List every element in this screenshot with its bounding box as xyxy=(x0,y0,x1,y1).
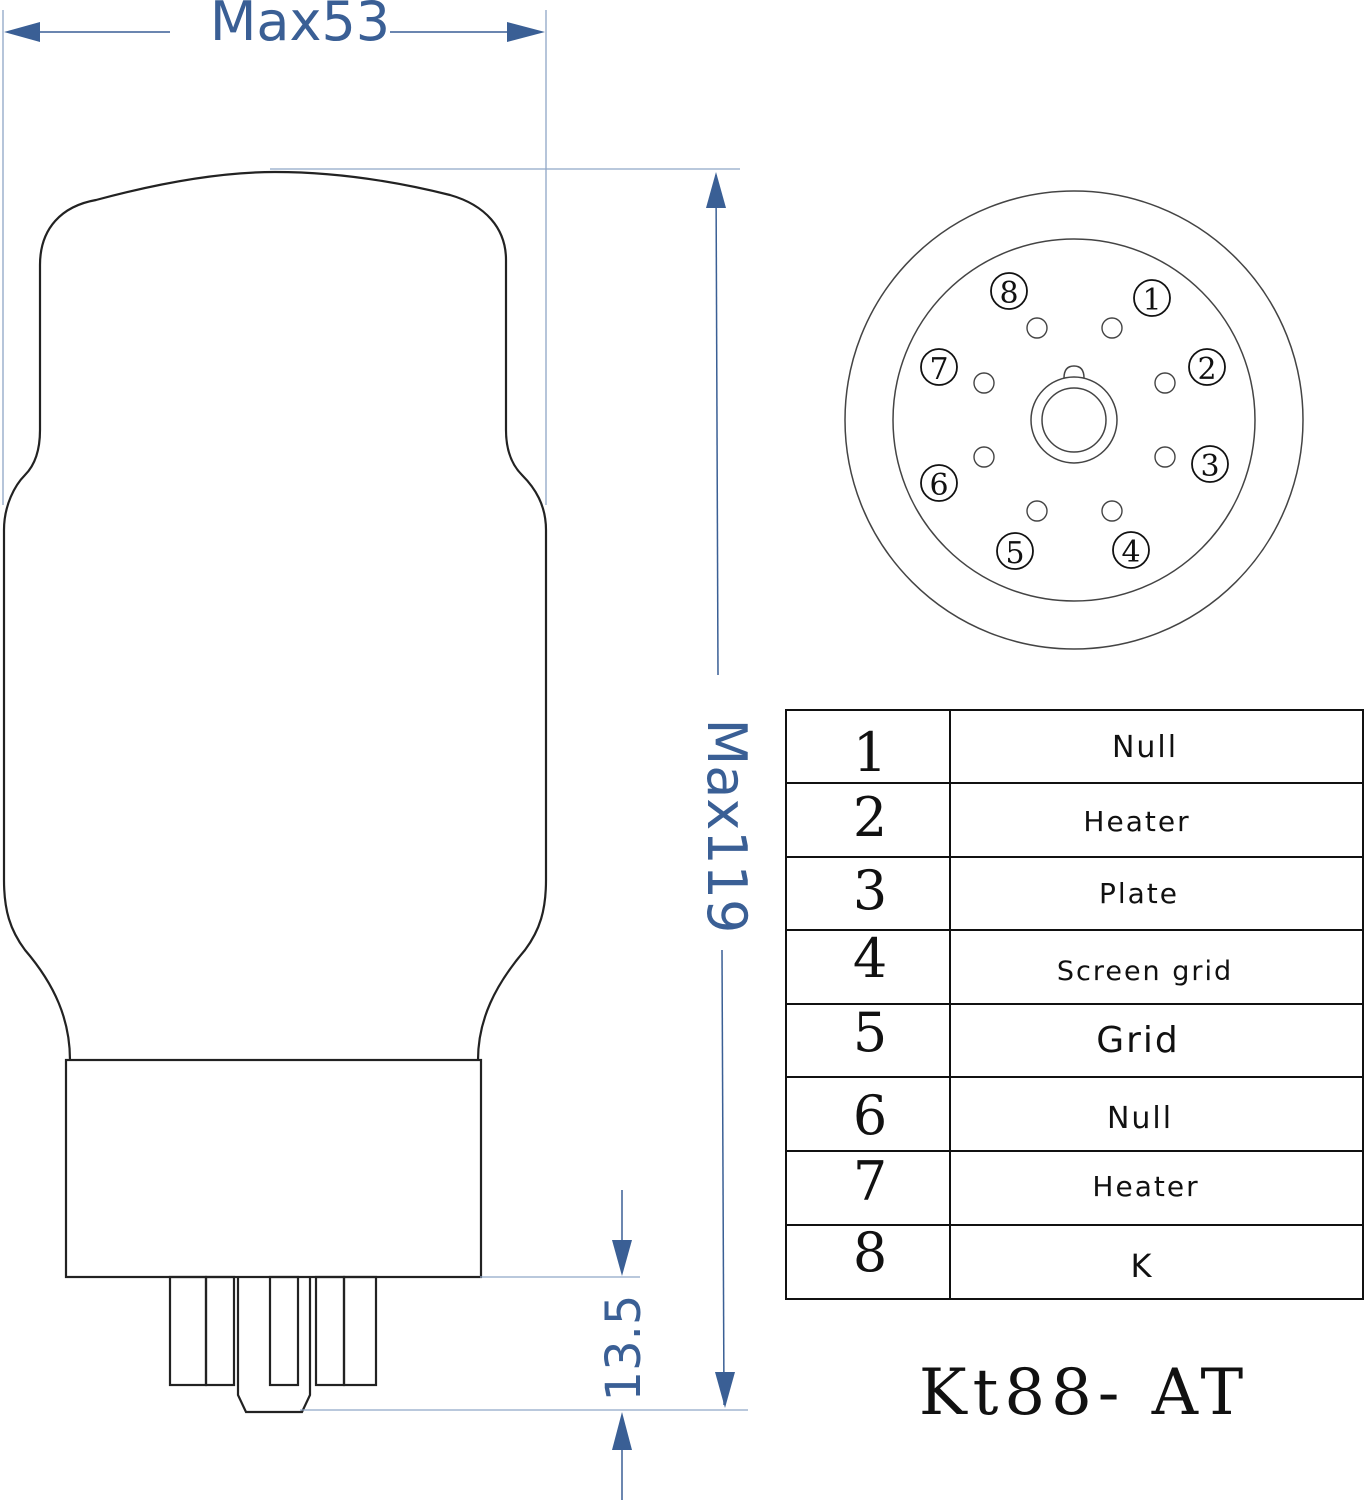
pin-hole xyxy=(1101,500,1123,522)
socket-pin-holes xyxy=(973,317,1176,522)
table-row: 7 Heater xyxy=(853,1150,1199,1213)
arrow-up-icon xyxy=(706,172,726,208)
pin-number-cell: 4 xyxy=(853,927,887,990)
pin-hole xyxy=(1154,446,1176,468)
table-row: 3 Plate xyxy=(853,859,1179,922)
pin-label-5: 5 xyxy=(1005,536,1024,571)
table-row: 5 Grid xyxy=(853,1001,1180,1064)
socket-outer-ring xyxy=(844,190,1304,650)
pin-number-cell: 1 xyxy=(853,721,887,784)
pin-number-cell: 5 xyxy=(853,1001,887,1064)
table-row: 1 Null xyxy=(853,721,1178,784)
socket-view: 1 2 3 4 5 6 7 8 xyxy=(844,190,1304,650)
table-row: 4 Screen grid xyxy=(853,927,1233,990)
socket-center-inner xyxy=(1041,387,1107,453)
pin-hole xyxy=(973,372,995,394)
pin-hole xyxy=(1026,317,1048,339)
width-dimension: Max53 xyxy=(2,0,547,505)
pin-label-2: 2 xyxy=(1197,352,1216,387)
arrow-down-icon xyxy=(612,1240,632,1276)
socket-center-outer xyxy=(1030,376,1118,464)
socket-pin-labels: 1 2 3 4 5 6 7 8 xyxy=(920,272,1229,571)
arrow-down-icon xyxy=(715,1372,735,1408)
pin-number-cell: 8 xyxy=(853,1221,887,1284)
pin-label-7: 7 xyxy=(929,352,948,387)
arrow-up-icon xyxy=(612,1412,632,1450)
pin-function-cell: Null xyxy=(1107,1101,1173,1136)
pin-function-cell: Plate xyxy=(1099,877,1179,910)
width-label: Max53 xyxy=(210,0,390,53)
pin-number-cell: 3 xyxy=(853,859,887,922)
height-label: Max119 xyxy=(695,719,758,934)
pin-label-3: 3 xyxy=(1200,449,1219,484)
tube-base xyxy=(64,1058,483,1279)
table-row: 6 Null xyxy=(853,1084,1173,1147)
pin-label-4: 4 xyxy=(1121,535,1140,570)
table-row: 2 Heater xyxy=(853,786,1190,849)
pin-number-cell: 2 xyxy=(853,786,887,849)
pin-label-1: 1 xyxy=(1142,283,1161,318)
socket-inner-ring xyxy=(892,238,1256,602)
tube-pins xyxy=(168,1275,378,1414)
pin-number-cell: 7 xyxy=(853,1150,887,1213)
pin-function-cell: Null xyxy=(1112,730,1178,765)
tube-outline xyxy=(2,170,548,1414)
pin-hole xyxy=(973,446,995,468)
pin-hole xyxy=(1101,317,1123,339)
model-name: Kt88- AT xyxy=(919,1356,1249,1430)
arrow-left-icon xyxy=(4,22,40,42)
pin-function-cell: Grid xyxy=(1096,1020,1180,1061)
pin-label-6: 6 xyxy=(929,468,948,503)
pin-table: 1 Null 2 Heater 3 Plate 4 Screen grid 5 … xyxy=(785,709,1364,1300)
pin-label-8: 8 xyxy=(999,276,1018,311)
socket-key xyxy=(1063,365,1085,379)
pin-function-cell: Screen grid xyxy=(1057,956,1233,987)
pin-length-label: 13.5 xyxy=(596,1295,652,1402)
table-row: 8 K xyxy=(853,1221,1154,1285)
pin-hole xyxy=(1026,500,1048,522)
pin-number-cell: 6 xyxy=(853,1084,887,1147)
pin-function-cell: Heater xyxy=(1083,805,1190,838)
height-dimension: Max119 xyxy=(270,168,758,1411)
arrow-right-icon xyxy=(507,22,545,42)
tube-glass xyxy=(2,170,548,1061)
pin-hole xyxy=(1154,372,1176,394)
pin-length-dimension: 13.5 xyxy=(480,1190,652,1500)
pin-function-cell: K xyxy=(1131,1247,1154,1285)
pin-function-cell: Heater xyxy=(1092,1170,1199,1203)
